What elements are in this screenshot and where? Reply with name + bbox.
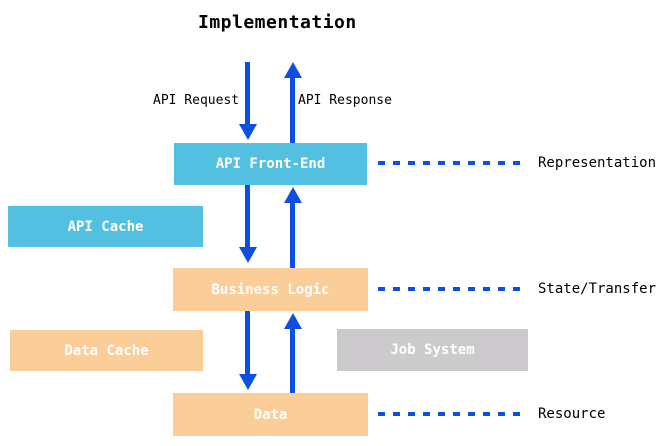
api-response-label: API Response bbox=[298, 93, 392, 108]
arrow-logic-to-frontend-icon bbox=[283, 187, 302, 268]
arrow-frontend-to-logic-icon bbox=[238, 185, 257, 263]
arrow-request-down-icon bbox=[238, 62, 257, 140]
diagram-title: Implementation bbox=[198, 12, 357, 33]
box-data: Data bbox=[173, 393, 368, 436]
box-api-front-end: API Front-End bbox=[174, 143, 367, 185]
box-job-system: Job System bbox=[337, 329, 528, 371]
dashed-line-representation bbox=[378, 161, 520, 165]
box-data-cache: Data Cache bbox=[10, 330, 203, 371]
layer-label-resource: Resource bbox=[538, 406, 606, 422]
box-api-cache: API Cache bbox=[8, 206, 203, 247]
box-business-logic-label: Business Logic bbox=[211, 281, 330, 298]
box-business-logic: Business Logic bbox=[173, 268, 368, 311]
arrow-response-up-icon bbox=[283, 62, 302, 143]
layer-label-representation: Representation bbox=[538, 155, 657, 171]
arrow-logic-to-data-icon bbox=[238, 311, 257, 390]
dashed-line-resource bbox=[378, 412, 520, 416]
box-api-cache-label: API Cache bbox=[67, 218, 144, 235]
box-data-cache-label: Data Cache bbox=[64, 342, 149, 359]
box-api-front-end-label: API Front-End bbox=[215, 156, 326, 172]
arrow-data-to-logic-icon bbox=[283, 313, 302, 393]
dashed-line-state-transfer bbox=[378, 287, 520, 291]
api-request-label: API Request bbox=[153, 93, 240, 108]
box-data-label: Data bbox=[253, 406, 288, 423]
box-job-system-label: Job System bbox=[390, 342, 475, 358]
layer-label-state-transfer: State/Transfer bbox=[538, 281, 657, 297]
